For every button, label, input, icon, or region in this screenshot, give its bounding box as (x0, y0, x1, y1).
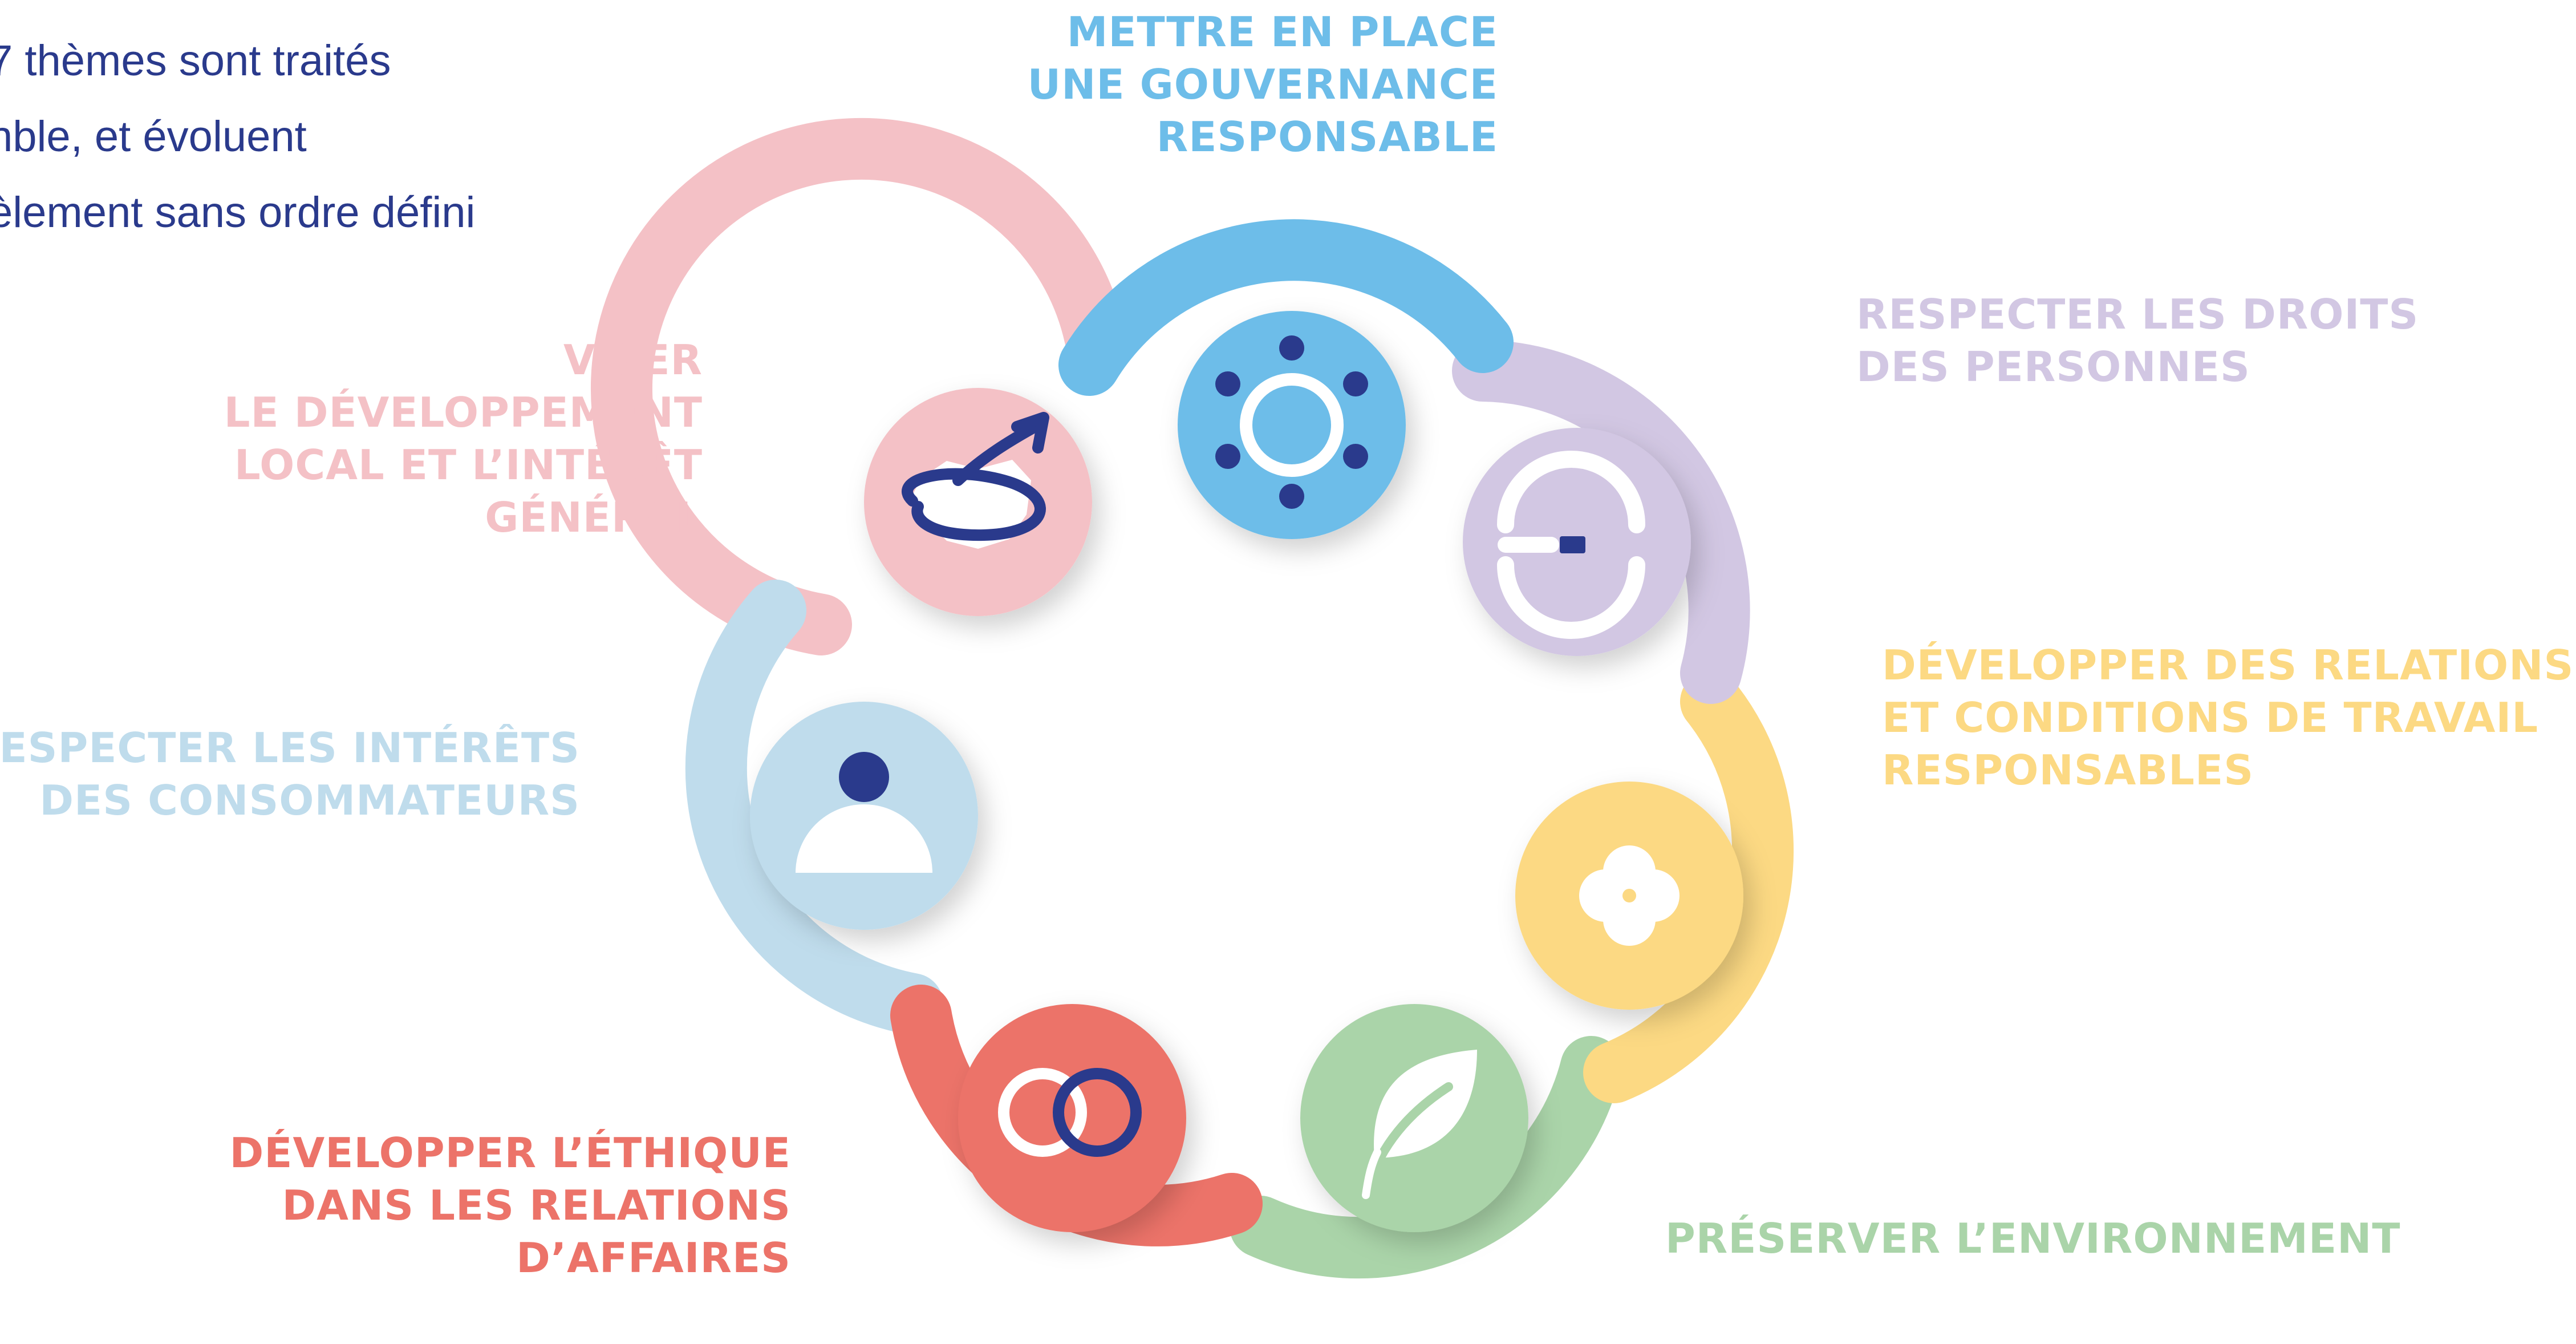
label-travail-line-1: DÉVELOPPER DES RELATIONS (1882, 641, 2574, 689)
person-icon (796, 752, 932, 873)
label-travail-line-3: RESPONSABLES (1882, 746, 2254, 794)
intro-line-2: nble, et évoluent (0, 112, 307, 161)
label-local-line-2: LE DÉVELOPPEMENT (224, 388, 703, 436)
arc-droits (1452, 340, 1750, 704)
label-environnement: PRÉSERVER L’ENVIRONNEMENT (1665, 1212, 2400, 1265)
label-local-line-1: VISER (563, 336, 703, 384)
circle-gouvernance (1178, 311, 1406, 539)
label-local: VISER LE DÉVELOPPEMENT LOCAL ET L’INTÉRÊ… (224, 334, 703, 544)
sun-icon (1215, 335, 1368, 509)
label-gouvernance-line-2: UNE GOUVERNANCE (1027, 60, 1498, 108)
rights-icon (1497, 451, 1645, 639)
label-droits-line-2: DES PERSONNES (1856, 343, 2250, 391)
map-arrow-icon (902, 412, 1049, 549)
label-local-line-3: LOCAL ET L’INTÉRÊT (234, 441, 703, 489)
arc-local (590, 118, 1126, 655)
label-ethique-line-3: D’AFFAIRES (516, 1234, 791, 1282)
label-droits-line-1: RESPECTER LES DROITS (1856, 290, 2419, 338)
label-gouvernance-line-1: METTRE EN PLACE (1066, 8, 1498, 56)
arc-travail (1583, 671, 1794, 1103)
label-local-line-4: GÉNÉRAL (485, 493, 703, 541)
label-droits: RESPECTER LES DROITS DES PERSONNES (1856, 288, 2419, 393)
intro-line-1: 7 thèmes sont traités (0, 37, 391, 85)
label-consommateurs: RESPECTER LES INTÉRÊTS DES CONSOMMATEURS (0, 722, 580, 827)
arc-consommateurs (685, 580, 943, 1035)
label-consommateurs-line-1: RESPECTER LES INTÉRÊTS (0, 724, 580, 772)
label-travail-line-2: ET CONDITIONS DE TRAVAIL (1882, 694, 2539, 742)
arc-environnement (1230, 1036, 1622, 1279)
label-consommateurs-line-2: DES CONSOMMATEURS (39, 776, 580, 824)
circle-ethique (958, 1004, 1186, 1232)
label-ethique-line-2: DANS LES RELATIONS (282, 1181, 791, 1229)
label-gouvernance: METTRE EN PLACE UNE GOUVERNANCE RESPONSA… (1028, 6, 1498, 163)
intro-line-3: èlement sans ordre défini (0, 188, 476, 237)
label-ethique-line-1: DÉVELOPPER L’ÉTHIQUE (229, 1129, 791, 1177)
rings-icon (998, 1068, 1142, 1157)
label-ethique: DÉVELOPPER L’ÉTHIQUE DANS LES RELATIONS … (230, 1127, 791, 1284)
label-travail: DÉVELOPPER DES RELATIONS ET CONDITIONS D… (1882, 639, 2574, 796)
arc-gouvernance (1058, 219, 1514, 396)
label-environnement-line-1: PRÉSERVER L’ENVIRONNEMENT (1665, 1215, 2401, 1262)
label-gouvernance-line-3: RESPONSABLE (1156, 113, 1498, 161)
leaf-icon (1362, 1050, 1477, 1199)
intro-text: 7 thèmes sont traités nble, et évoluent … (0, 23, 475, 250)
petals-icon (1579, 845, 1680, 946)
